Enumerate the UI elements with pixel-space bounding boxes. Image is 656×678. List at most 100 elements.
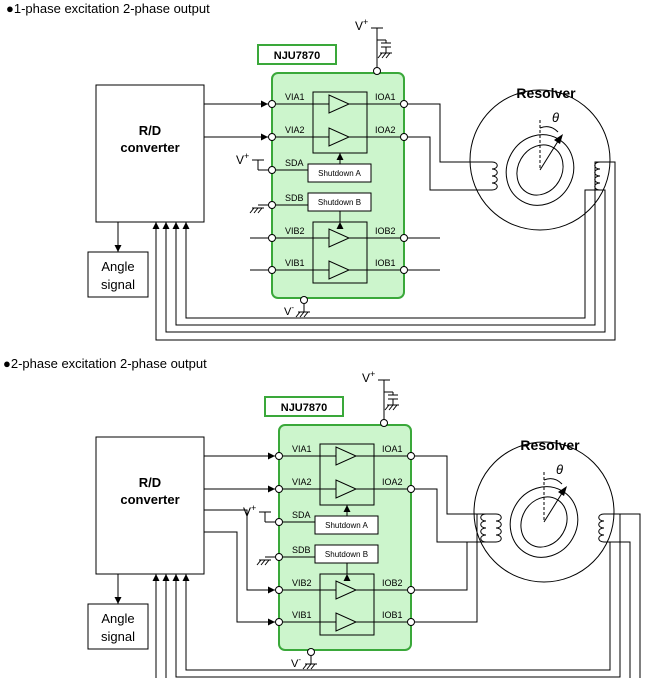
arrow-icon bbox=[554, 134, 563, 144]
feedback-wire bbox=[155, 513, 641, 678]
pin-label-iob2: IOB2 bbox=[375, 226, 396, 236]
pin-circle bbox=[275, 452, 283, 460]
vminus-label: V- bbox=[284, 303, 294, 318]
arrow-right-icon bbox=[268, 452, 275, 460]
pin-circle bbox=[407, 586, 415, 594]
pin-circle bbox=[407, 618, 415, 626]
pin-circle bbox=[275, 553, 283, 561]
vplus-label: V+ bbox=[362, 369, 375, 385]
ic-chip bbox=[278, 424, 412, 651]
chip-name-box bbox=[264, 396, 344, 417]
ground-hatch bbox=[253, 207, 259, 214]
pin-label-vib1: VIB1 bbox=[292, 610, 312, 620]
wire bbox=[408, 136, 492, 191]
arrow-up-icon bbox=[336, 222, 344, 229]
pin-circle bbox=[268, 133, 276, 141]
ground-hatch bbox=[384, 404, 390, 411]
angle-arc bbox=[539, 126, 559, 133]
arrow-up-icon bbox=[343, 505, 351, 512]
ground-hatch bbox=[295, 311, 301, 318]
wire bbox=[204, 509, 275, 591]
rd-converter-label: R/D bbox=[139, 123, 161, 138]
pin-circle bbox=[275, 586, 283, 594]
ground-hatch bbox=[257, 207, 263, 214]
vplus-sda-label: V+ bbox=[243, 503, 256, 519]
arrow-up-icon bbox=[182, 222, 190, 229]
arrow-up-icon bbox=[343, 574, 351, 581]
ground-hatch bbox=[260, 559, 266, 566]
resolver-rotor-inner bbox=[520, 496, 568, 548]
arrow-up-icon bbox=[172, 222, 180, 229]
vminus-label: V- bbox=[291, 655, 301, 670]
arrow-right-icon bbox=[261, 100, 268, 108]
resolver-title: Resolver bbox=[520, 437, 580, 453]
pin-circle bbox=[400, 234, 408, 242]
arrow-up-icon bbox=[162, 574, 170, 581]
wire bbox=[204, 531, 275, 623]
rd-converter-box bbox=[95, 436, 205, 575]
pin-circle bbox=[275, 618, 283, 626]
section-1-title: ●1-phase excitation 2-phase output bbox=[6, 1, 210, 16]
pin-label-via2: VIA2 bbox=[285, 125, 305, 135]
ground-hatch bbox=[381, 52, 387, 59]
pin-label-ioa1: IOA1 bbox=[375, 92, 396, 102]
feedback-wire bbox=[185, 189, 600, 319]
ic-chip bbox=[271, 72, 405, 299]
feedback-wire bbox=[165, 189, 606, 333]
excitation-coil-icon bbox=[495, 513, 502, 543]
resolver-rotor-arrow bbox=[543, 489, 565, 523]
pin-label-via1: VIA1 bbox=[285, 92, 305, 102]
ground-hatch bbox=[392, 404, 398, 411]
arrow-up-icon bbox=[152, 574, 160, 581]
pin-label-iob2: IOB2 bbox=[382, 578, 403, 588]
rd-converter-label: converter bbox=[120, 492, 179, 507]
feedback-wire bbox=[175, 513, 621, 678]
excitation-coil-icon bbox=[491, 161, 498, 191]
feedback-wire bbox=[155, 161, 616, 341]
resolver-title: Resolver bbox=[516, 85, 576, 101]
pin-label-vib2: VIB2 bbox=[292, 578, 312, 588]
arrow-up-icon bbox=[336, 153, 344, 160]
rd-converter-box bbox=[95, 84, 205, 223]
feedback-wire bbox=[165, 541, 631, 678]
pin-label-ioa1: IOA1 bbox=[382, 444, 403, 454]
ground-hatch bbox=[264, 559, 270, 566]
pin-circle bbox=[268, 201, 276, 209]
theta-label: θ bbox=[556, 462, 563, 477]
arrow-right-icon bbox=[268, 485, 275, 493]
pin-circle bbox=[268, 234, 276, 242]
pin-label-via1: VIA1 bbox=[292, 444, 312, 454]
arrow-right-icon bbox=[261, 133, 268, 141]
angle-signal-label: signal bbox=[101, 277, 135, 292]
output-coil-icon bbox=[594, 161, 601, 191]
pin-label-vib2: VIB2 bbox=[285, 226, 305, 236]
shutdown-b-label: Shutdown B bbox=[318, 198, 361, 207]
vplus-sda-label: V+ bbox=[236, 151, 249, 167]
ground-hatch bbox=[385, 52, 391, 59]
vplus-label: V+ bbox=[355, 17, 368, 33]
pin-label-sda: SDA bbox=[285, 158, 304, 168]
pin-circle bbox=[268, 166, 276, 174]
ground-hatch bbox=[303, 311, 309, 318]
pin-label-ioa2: IOA2 bbox=[375, 125, 396, 135]
angle-signal-label: Angle bbox=[101, 259, 134, 274]
pin-circle bbox=[407, 452, 415, 460]
angle-signal-box bbox=[87, 603, 149, 650]
output-coil-icon bbox=[598, 513, 605, 543]
ground-hatch bbox=[299, 311, 305, 318]
pin-label-iob1: IOB1 bbox=[382, 610, 403, 620]
arrow-right-icon bbox=[268, 618, 275, 626]
wire bbox=[415, 513, 486, 623]
pin-circle bbox=[400, 133, 408, 141]
excitation-coil-2-icon bbox=[480, 513, 487, 543]
rd-converter-label: converter bbox=[120, 140, 179, 155]
arrow-icon bbox=[558, 486, 567, 496]
pin-label-sda: SDA bbox=[292, 510, 311, 520]
wire bbox=[408, 103, 492, 163]
pin-circle bbox=[307, 648, 315, 656]
wire bbox=[415, 455, 496, 515]
resolver-rotor-arrow bbox=[539, 137, 561, 171]
pin-circle bbox=[268, 100, 276, 108]
resolver-rotor-inner bbox=[516, 144, 564, 196]
angle-arc bbox=[543, 478, 563, 485]
